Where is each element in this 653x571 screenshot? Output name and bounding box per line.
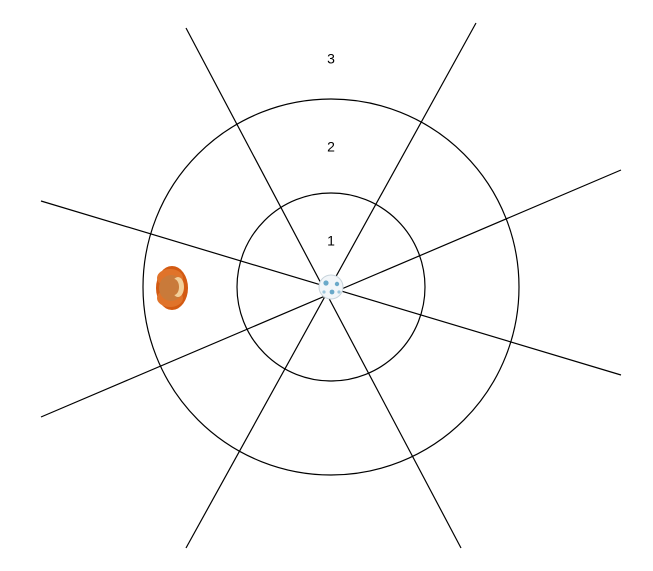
ring-label-3: 3 (327, 51, 335, 67)
ring-labels: 1 2 3 (327, 51, 335, 249)
ball-icon[interactable] (318, 274, 344, 300)
rings (142, 98, 520, 476)
ring-label-2: 2 (327, 139, 335, 155)
ring-inner (236, 192, 426, 382)
ring-outer (142, 98, 520, 476)
ring-label-1: 1 (327, 233, 335, 249)
walnut-icon[interactable] (156, 266, 188, 310)
